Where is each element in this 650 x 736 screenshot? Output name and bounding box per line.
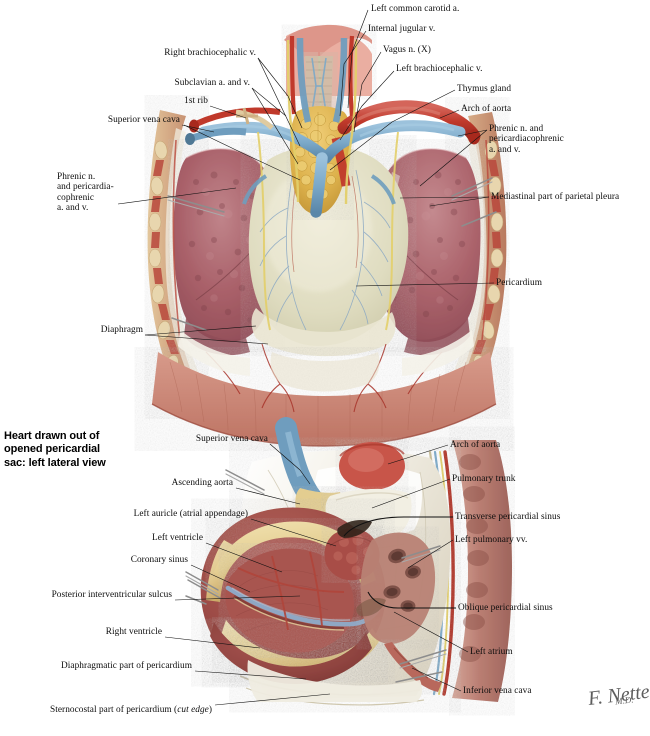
label-phrenic-nerve-right-side: Phrenic n. and pericardiacophrenic a. an…	[489, 124, 564, 155]
label-sternocostal-part-of-pericardium: Sternocostal part of pericardium (cut ed…	[2, 695, 212, 726]
label-diaphragm: Diaphragm	[100, 325, 143, 335]
label-transverse-pericardial-sinus: Transverse pericardial sinus	[455, 512, 561, 522]
label-left-pulmonary-veins: Left pulmonary vv.	[455, 535, 528, 545]
label-diaphragmatic-part-of-pericardium: Diaphragmatic part of pericardium	[61, 661, 192, 671]
label-ascending-aorta: Ascending aorta	[171, 478, 233, 488]
bottom-figure-caption: Heart drawn out of opened pericardial sa…	[4, 430, 106, 469]
posterior-interventricular-sulcus-art	[233, 594, 345, 631]
label-thymus-gland: Thymus gland	[457, 84, 512, 94]
label-phrenic-nerve-left-side: Phrenic n. and pericardia- cophrenic a. …	[57, 172, 114, 214]
label-superior-vena-cava-bottom: Superior vena cava	[195, 434, 268, 444]
signature-suffix-text: M.D.	[614, 694, 635, 707]
pericardiacophrenic-vessels	[259, 169, 391, 331]
label-inferior-vena-cava: Inferior vena cava	[463, 686, 532, 696]
pericardium-sac	[248, 145, 409, 357]
heart-art	[200, 507, 442, 692]
bottom-figure-art	[185, 417, 512, 706]
label-superior-vena-cava-top: Superior vena cava	[107, 115, 180, 125]
diaphragmatic-pericardium-art	[247, 660, 423, 702]
label-coronary-sinus: Coronary sinus	[130, 555, 188, 565]
label-right-brachiocephalic-vein: Right brachiocephalic v.	[164, 48, 256, 58]
label-subclavian-artery-and-vein: Subclavian a. and v.	[174, 78, 250, 88]
sternocostal-label-main: Sternocostal part of pericardium (	[50, 705, 178, 716]
label-arch-of-aorta: Arch of aorta	[461, 104, 512, 114]
label-pulmonary-trunk: Pulmonary trunk	[452, 474, 516, 484]
label-vagus-nerve: Vagus n. (X)	[383, 45, 431, 55]
sternocostal-label-tail: )	[208, 705, 212, 716]
label-internal-jugular-vein: Internal jugular v.	[368, 24, 436, 34]
label-pericardium: Pericardium	[496, 278, 542, 288]
label-right-ventricle: Right ventricle	[105, 627, 162, 637]
artist-signature-suffix: M.D.	[604, 684, 635, 717]
label-left-atrium: Left atrium	[470, 647, 513, 657]
label-left-ventricle: Left ventricle	[151, 533, 203, 543]
label-left-brachiocephalic-vein: Left brachiocephalic v.	[396, 64, 483, 74]
label-oblique-pericardial-sinus: Oblique pericardial sinus	[458, 603, 553, 613]
diaphragm-art	[151, 343, 497, 447]
label-posterior-interventricular-sulcus: Posterior interventricular sulcus	[51, 590, 172, 600]
label-mediastinal-parietal-pleura: Mediastinal part of parietal pleura	[491, 192, 620, 202]
label-first-rib: 1st rib	[184, 96, 208, 106]
label-arch-of-aorta-bottom: Arch of aorta	[450, 440, 501, 450]
sternocostal-label-italic: cut edge	[177, 705, 209, 716]
netter-anatomy-plate: Left common carotid a. Internal jugular …	[4, 4, 650, 717]
label-left-auricle: Left auricle (atrial appendage)	[133, 509, 248, 519]
superior-vena-cava-art	[310, 152, 328, 218]
label-left-common-carotid-artery: Left common carotid a.	[371, 4, 460, 14]
